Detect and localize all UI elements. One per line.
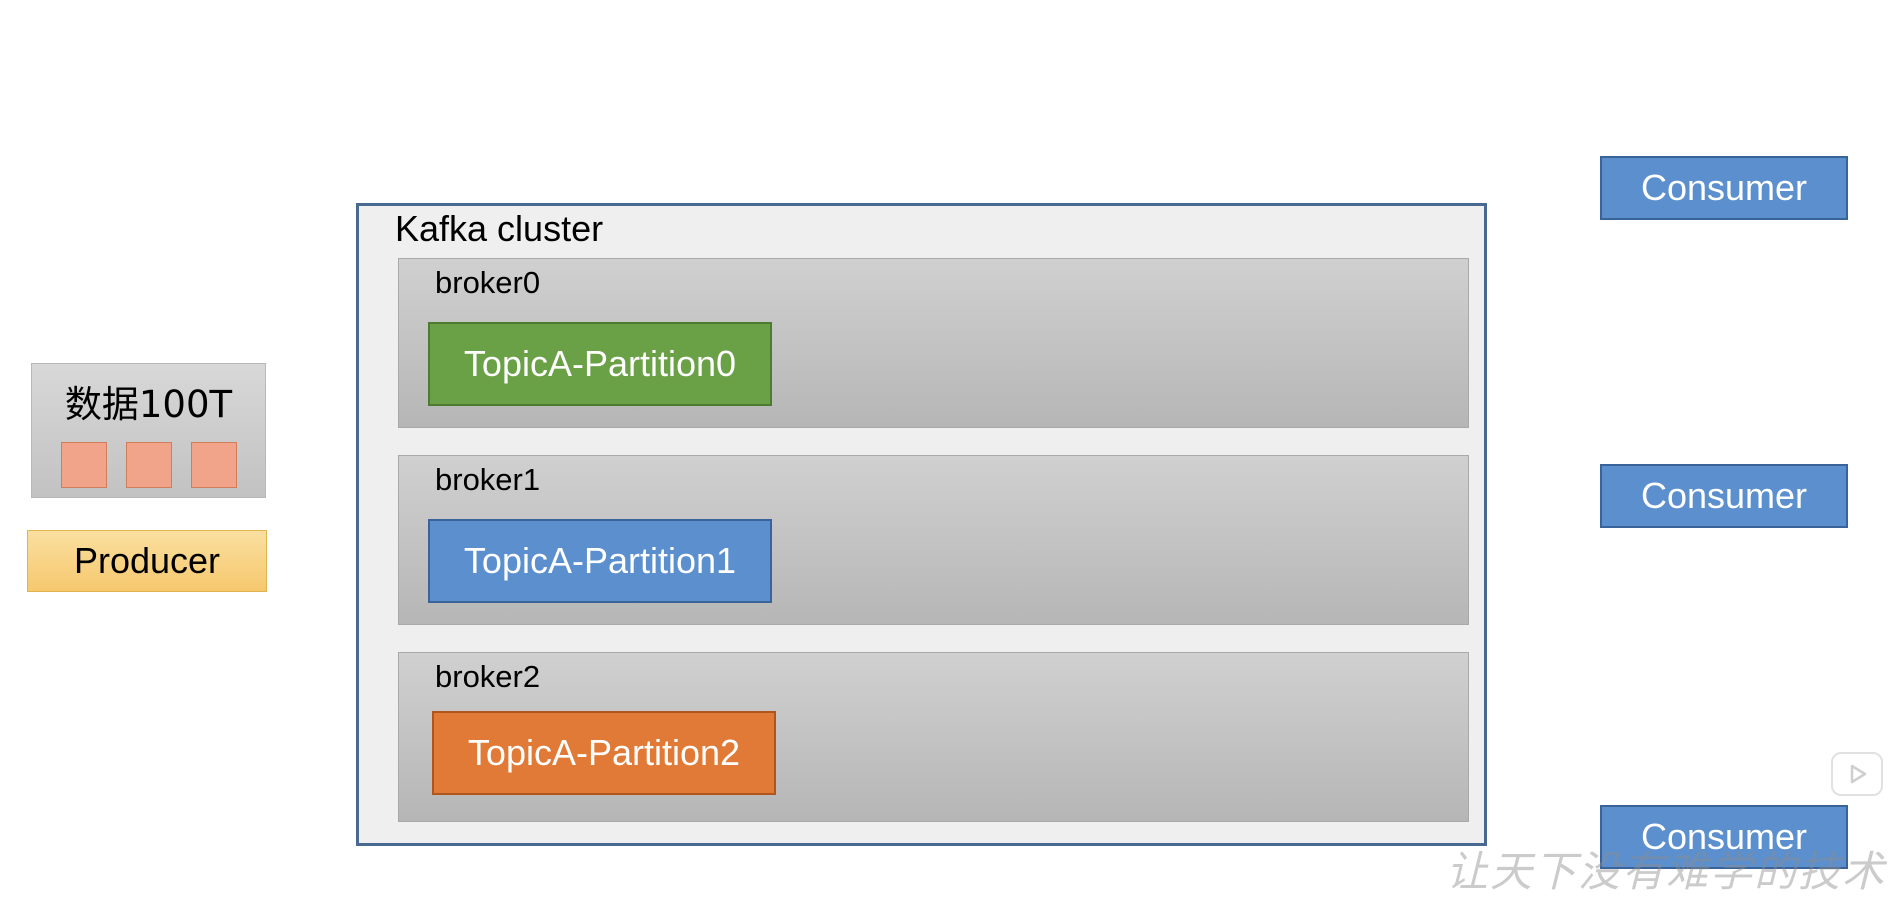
consumer-box: Consumer	[1600, 156, 1848, 220]
partition-2: TopicA-Partition2	[432, 711, 776, 795]
cluster-title: Kafka cluster	[395, 208, 604, 249]
broker-label: broker2	[435, 659, 541, 694]
watermark: 让天下没有难学的技术	[1446, 847, 1887, 896]
broker-label: broker1	[435, 462, 541, 497]
consumer-box: Consumer	[1600, 805, 1848, 869]
producer-box: Producer	[27, 530, 267, 592]
consumer-box: Consumer	[1600, 464, 1848, 528]
play-icon[interactable]	[1831, 752, 1883, 796]
broker-0: broker0 TopicA-Partition0	[398, 258, 1469, 428]
broker-2: broker2 TopicA-Partition2	[398, 652, 1469, 822]
kafka-cluster: Kafka cluster broker0 TopicA-Partition0 …	[356, 203, 1487, 846]
partition-0: TopicA-Partition0	[428, 322, 772, 406]
broker-label: broker0	[435, 265, 541, 300]
broker-1: broker1 TopicA-Partition1	[398, 455, 1469, 625]
data-block	[191, 442, 237, 488]
data-source-box: 数据100T	[31, 363, 266, 498]
data-block	[126, 442, 172, 488]
data-block	[61, 442, 107, 488]
data-source-label: 数据100T	[64, 383, 233, 426]
partition-1: TopicA-Partition1	[428, 519, 772, 603]
